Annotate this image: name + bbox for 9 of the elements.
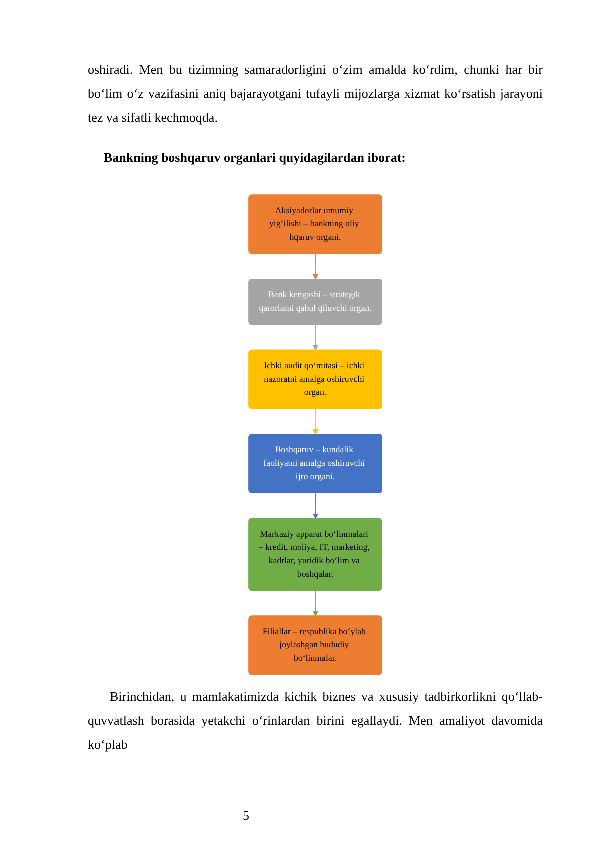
arrow bbox=[312, 590, 318, 617]
page-number: 5 bbox=[243, 808, 250, 824]
arrow bbox=[312, 254, 318, 280]
arrow bbox=[312, 409, 318, 435]
body-paragraph: Birinchidan, u mamlakatimizda kichik biznes va xususiy tadbirkorlikni qo‘llab-quvvatlash borasida yetakchi o‘rinlardan birini egallaydi. Men amaliyot davomida ko‘plab bbox=[88, 688, 543, 754]
section-heading: Bankning boshqaruv organlari quyidagilardan iborat: bbox=[104, 150, 406, 166]
arrow bbox=[312, 324, 318, 351]
arrow bbox=[312, 493, 318, 520]
body-paragraph: oshiradi. Men bu tizimning samaradorligini o‘zim amalda ko‘rdim, chunki har bir bo‘lim o‘z vazifasini aniq bajarayotgani tufayli mijozlarga xizmat ko‘rsatish jarayoni tez va sifatli kechmoqda. bbox=[88, 61, 543, 127]
